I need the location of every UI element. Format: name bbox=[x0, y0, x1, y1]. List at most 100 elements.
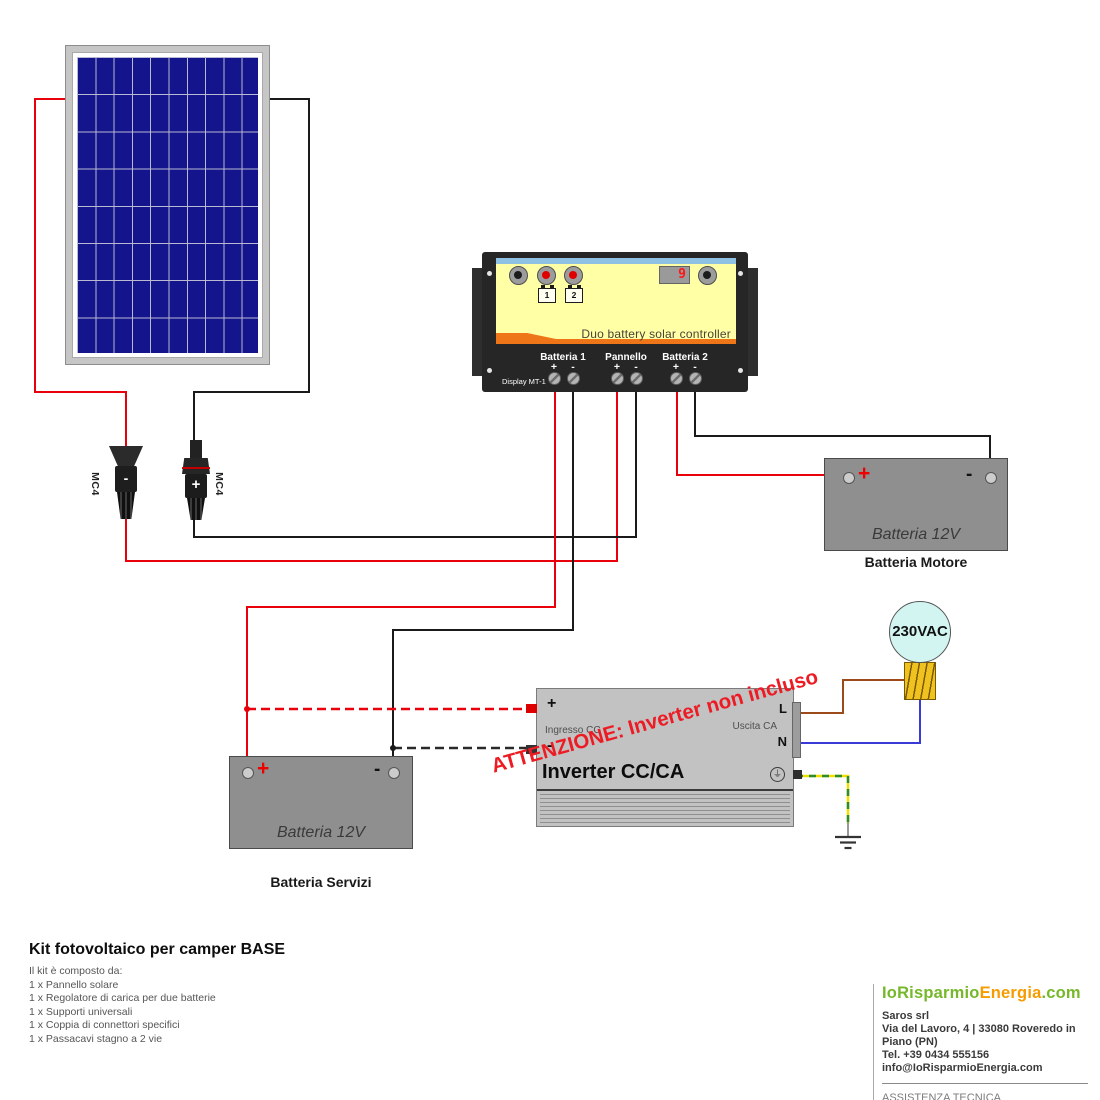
kit-item: 1 x Coppia di connettori specifici bbox=[29, 1019, 180, 1031]
controller-face: 1 2 9 Duo battery solar controller bbox=[496, 258, 736, 344]
wire-battery1-negative bbox=[392, 386, 574, 770]
logo-part-tld: .com bbox=[1041, 984, 1081, 1002]
terminal-screw-battery1-plus[interactable] bbox=[547, 372, 561, 385]
plus-sign: + bbox=[547, 695, 557, 712]
minus-sign: - bbox=[571, 361, 575, 373]
junction-dot-positive bbox=[244, 706, 250, 712]
earth-symbol-icon: ⏚ bbox=[770, 767, 785, 782]
controller-brand-text: Duo battery solar controller bbox=[581, 327, 731, 341]
minus-sign: - bbox=[634, 361, 638, 373]
inverter-output-label: Uscita CA bbox=[732, 721, 777, 732]
terminal-group-battery1-label: Batteria 1 bbox=[540, 352, 586, 363]
contact-block: IoRisparmioEnergia.com Saros srl Via del… bbox=[873, 984, 1092, 1100]
inverter: + - Ingresso CC Uscita CA L N ⏚ Inverter… bbox=[526, 688, 802, 827]
kit-item: 1 x Supporti universali bbox=[29, 1005, 133, 1018]
battery-voltage-label: Batteria 12V bbox=[871, 526, 961, 543]
plus-sign: + bbox=[257, 757, 270, 780]
inverter-title-rule bbox=[537, 789, 793, 791]
battery1-led bbox=[536, 265, 556, 285]
battery-voltage-label: Batteria 12V bbox=[276, 824, 366, 841]
controller-display: 9 bbox=[659, 266, 690, 284]
logo-part-green: IoRisparmio bbox=[882, 984, 980, 1002]
mount-hole bbox=[738, 368, 743, 373]
battery-motore: + - Batteria 12V bbox=[824, 458, 1008, 551]
controller-mount-tab-left bbox=[472, 268, 482, 376]
company-phone: Tel. +39 0434 555156 bbox=[882, 1049, 990, 1061]
junction-dot-negative bbox=[390, 745, 396, 751]
wire-battery2-negative bbox=[694, 386, 991, 472]
mc4-stem bbox=[190, 440, 202, 458]
inverter-ac-terminal-block bbox=[792, 702, 801, 758]
mc4-right-label: MC4 bbox=[213, 472, 225, 496]
mount-hole bbox=[487, 271, 492, 276]
inverter-dc-plus-terminal bbox=[526, 704, 537, 713]
wire-ground-green bbox=[796, 774, 850, 824]
mc4-connector-positive: + MC4 bbox=[177, 440, 225, 520]
inverter-ground-terminal bbox=[793, 770, 802, 779]
logo-part-orange: Energia bbox=[979, 984, 1042, 1002]
mc4-cap bbox=[109, 446, 143, 466]
mc4-red-ring bbox=[182, 467, 210, 469]
controller-body: 1 2 9 Duo battery solar controller Batte… bbox=[482, 252, 748, 392]
mc4-collar bbox=[182, 458, 210, 474]
contact-divider bbox=[882, 1083, 1088, 1084]
solar-charge-controller: 1 2 9 Duo battery solar controller Batte… bbox=[472, 252, 758, 392]
bulb-230vac: 230VAC bbox=[889, 601, 951, 663]
earth-ground-icon bbox=[835, 835, 861, 850]
inverter-dc-minus-terminal bbox=[526, 745, 537, 754]
kit-description: Kit fotovoltaico per camper BASE Il kit … bbox=[29, 941, 369, 1046]
mc4-body: + bbox=[185, 474, 207, 498]
terminal-screw-battery2-minus[interactable] bbox=[688, 372, 702, 385]
solar-panel-cells bbox=[77, 57, 258, 353]
controller-mount-tab-right bbox=[748, 268, 758, 376]
bulb-base bbox=[904, 662, 936, 700]
battery-terminal-minus bbox=[388, 767, 400, 779]
kit-item: 1 x Passacavi stagno a 2 vie bbox=[29, 1032, 163, 1045]
terminal-screw-battery1-minus[interactable] bbox=[566, 372, 580, 385]
battery-servizi: + - Batteria 12V bbox=[229, 756, 413, 849]
mc4-connector-negative: - MC4 bbox=[89, 446, 148, 524]
minus-sign: - bbox=[547, 737, 553, 754]
terminal-screw-battery2-plus[interactable] bbox=[669, 372, 683, 385]
battery-servizi-caption: Batteria Servizi bbox=[270, 874, 372, 890]
neutral-label: N bbox=[777, 734, 787, 749]
controller-face-strip bbox=[496, 258, 736, 264]
status-led bbox=[508, 265, 528, 285]
battery1-icon: 1 bbox=[538, 285, 556, 303]
wire-panel-positive bbox=[34, 98, 618, 562]
line-label: L bbox=[779, 701, 787, 716]
minus-sign: - bbox=[966, 464, 973, 485]
company-logo: IoRisparmioEnergia.com bbox=[882, 984, 1092, 1003]
battery-terminal-minus bbox=[985, 472, 997, 484]
minus-sign: - bbox=[693, 361, 697, 373]
wire-panel-negative bbox=[193, 98, 637, 538]
mount-hole bbox=[738, 271, 743, 276]
kit-intro: Il kit è composto da: bbox=[29, 965, 123, 977]
company-email[interactable]: info@IoRisparmioEnergia.com bbox=[882, 1062, 1043, 1074]
inverter-input-label: Ingresso CC bbox=[545, 725, 601, 736]
support-label: ASSISTENZA TECNICA bbox=[882, 1092, 1001, 1100]
terminal-screw-pannello-minus[interactable] bbox=[629, 372, 643, 385]
wire-battery2-positive bbox=[676, 386, 840, 476]
battery-terminal-plus bbox=[843, 472, 855, 484]
mount-hole bbox=[487, 368, 492, 373]
kit-item: 1 x Regolatore di carica per due batteri… bbox=[29, 992, 216, 1004]
inverter-title: Inverter CC/CA bbox=[542, 761, 685, 783]
plus-sign: + bbox=[858, 462, 871, 485]
menu-button[interactable] bbox=[697, 265, 717, 285]
terminal-screw-pannello-plus[interactable] bbox=[610, 372, 624, 385]
wire-neutral-blue bbox=[796, 698, 921, 744]
mc4-body: - bbox=[115, 466, 137, 492]
company-name: Saros srl bbox=[882, 1010, 930, 1022]
terminal-group-pannello-label: Pannello bbox=[605, 352, 647, 363]
mc4-left-label: MC4 bbox=[89, 472, 101, 496]
controller-model-label: Display MT-1 bbox=[502, 377, 546, 386]
mc4-tail bbox=[117, 492, 135, 519]
wire-line-brown bbox=[796, 679, 905, 714]
kit-item: 1 x Pannello solare bbox=[29, 978, 119, 991]
inverter-vents bbox=[540, 791, 790, 823]
battery-motore-caption: Batteria Motore bbox=[864, 554, 968, 570]
kit-title: Kit fotovoltaico per camper BASE bbox=[29, 941, 286, 958]
battery2-led bbox=[563, 265, 583, 285]
